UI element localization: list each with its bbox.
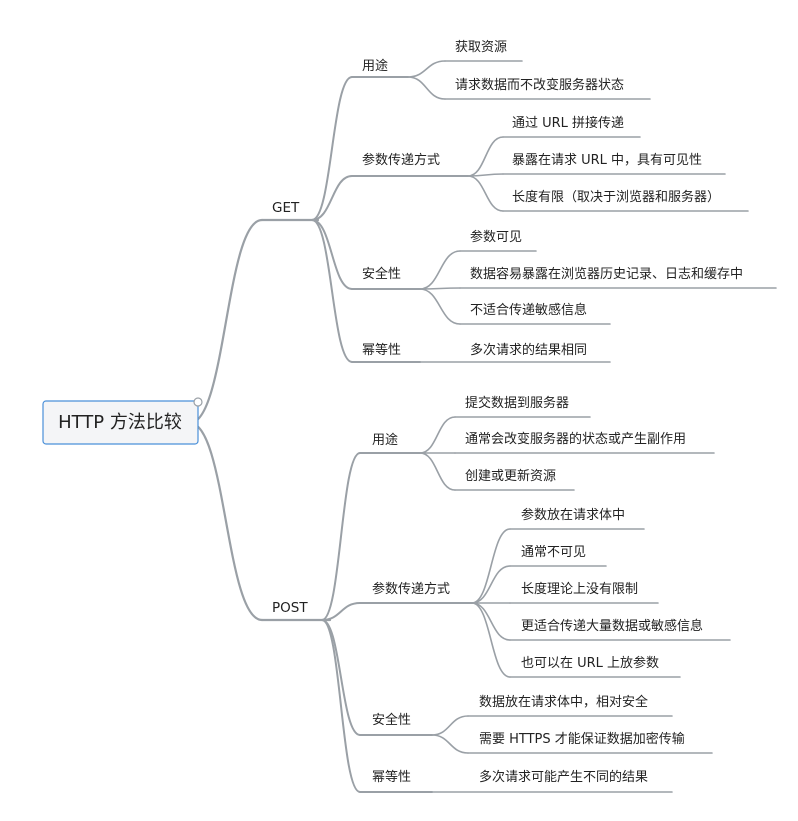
connector-line	[311, 175, 353, 221]
get-group-security[interactable]: 安全性	[362, 266, 401, 282]
connector-line	[471, 528, 511, 604]
connector-line	[419, 452, 456, 491]
post-group-params[interactable]: 参数传递方式	[372, 581, 450, 597]
connector-line	[407, 76, 446, 100]
connector-line	[471, 602, 511, 678]
get-security-item[interactable]: 数据容易暴露在浏览器历史记录、日志和缓存中	[470, 266, 743, 282]
post-params-item[interactable]: 更适合传递大量数据或敏感信息	[521, 618, 703, 634]
connector-line	[431, 734, 469, 754]
connector-line	[419, 250, 461, 290]
connector-line	[419, 288, 461, 325]
branch-get-label[interactable]: GET	[272, 200, 300, 216]
connector-line	[471, 565, 511, 604]
connector-line	[467, 175, 504, 212]
post-usage-item[interactable]: 提交数据到服务器	[465, 395, 569, 411]
connector-line	[321, 452, 361, 621]
connector-line	[431, 715, 469, 736]
get-usage-item[interactable]: 获取资源	[455, 40, 507, 55]
connector-line	[321, 602, 361, 621]
post-security-item[interactable]: 需要 HTTPS 才能保证数据加密传输	[479, 731, 685, 747]
connector-line	[419, 416, 456, 454]
get-group-usage[interactable]: 用途	[362, 58, 388, 74]
get-params-item[interactable]: 暴露在请求 URL 中，具有可见性	[512, 153, 702, 168]
get-security-item[interactable]: 参数可见	[470, 229, 522, 245]
post-params-item[interactable]: 通常不可见	[521, 545, 586, 560]
connector-line	[188, 421, 264, 622]
root-node-label[interactable]: HTTP 方法比较	[58, 412, 182, 433]
post-group-usage[interactable]: 用途	[372, 432, 398, 448]
connector-line	[311, 76, 353, 221]
collapse-handle-icon[interactable]	[193, 397, 203, 407]
connector-line	[311, 219, 353, 290]
post-params-item[interactable]: 参数放在请求体中	[521, 507, 625, 523]
connector-line	[321, 619, 361, 736]
get-group-idempotency[interactable]: 幂等性	[362, 342, 401, 358]
connector-line	[321, 619, 361, 793]
root-node-box[interactable]	[42, 400, 199, 445]
post-usage-item[interactable]: 创建或更新资源	[465, 468, 556, 484]
post-group-idempotency[interactable]: 幂等性	[372, 769, 411, 785]
connector-line	[188, 218, 264, 425]
branch-post-label[interactable]: POST	[272, 600, 308, 616]
post-group-security[interactable]: 安全性	[372, 712, 411, 728]
connector-line	[311, 219, 353, 363]
post-security-item[interactable]: 数据放在请求体中，相对安全	[479, 694, 648, 710]
get-params-item[interactable]: 长度有限（取决于浏览器和服务器）	[512, 189, 720, 205]
get-security-item[interactable]: 不适合传递敏感信息	[470, 302, 587, 318]
connector-line	[471, 602, 511, 641]
post-params-item[interactable]: 也可以在 URL 上放参数	[521, 655, 659, 671]
post-params-item[interactable]: 长度理论上没有限制	[521, 581, 638, 597]
post-idempotency-item[interactable]: 多次请求可能产生不同的结果	[479, 769, 648, 785]
get-idempotency-item[interactable]: 多次请求的结果相同	[470, 342, 587, 358]
get-group-params[interactable]: 参数传递方式	[362, 152, 440, 168]
post-usage-item[interactable]: 通常会改变服务器的状态或产生副作用	[465, 431, 686, 447]
get-usage-item[interactable]: 请求数据而不改变服务器状态	[455, 77, 624, 93]
connector-lines	[188, 60, 777, 793]
connector-line	[407, 60, 446, 78]
get-params-item[interactable]: 通过 URL 拼接传递	[512, 115, 624, 131]
connector-line	[467, 136, 504, 177]
